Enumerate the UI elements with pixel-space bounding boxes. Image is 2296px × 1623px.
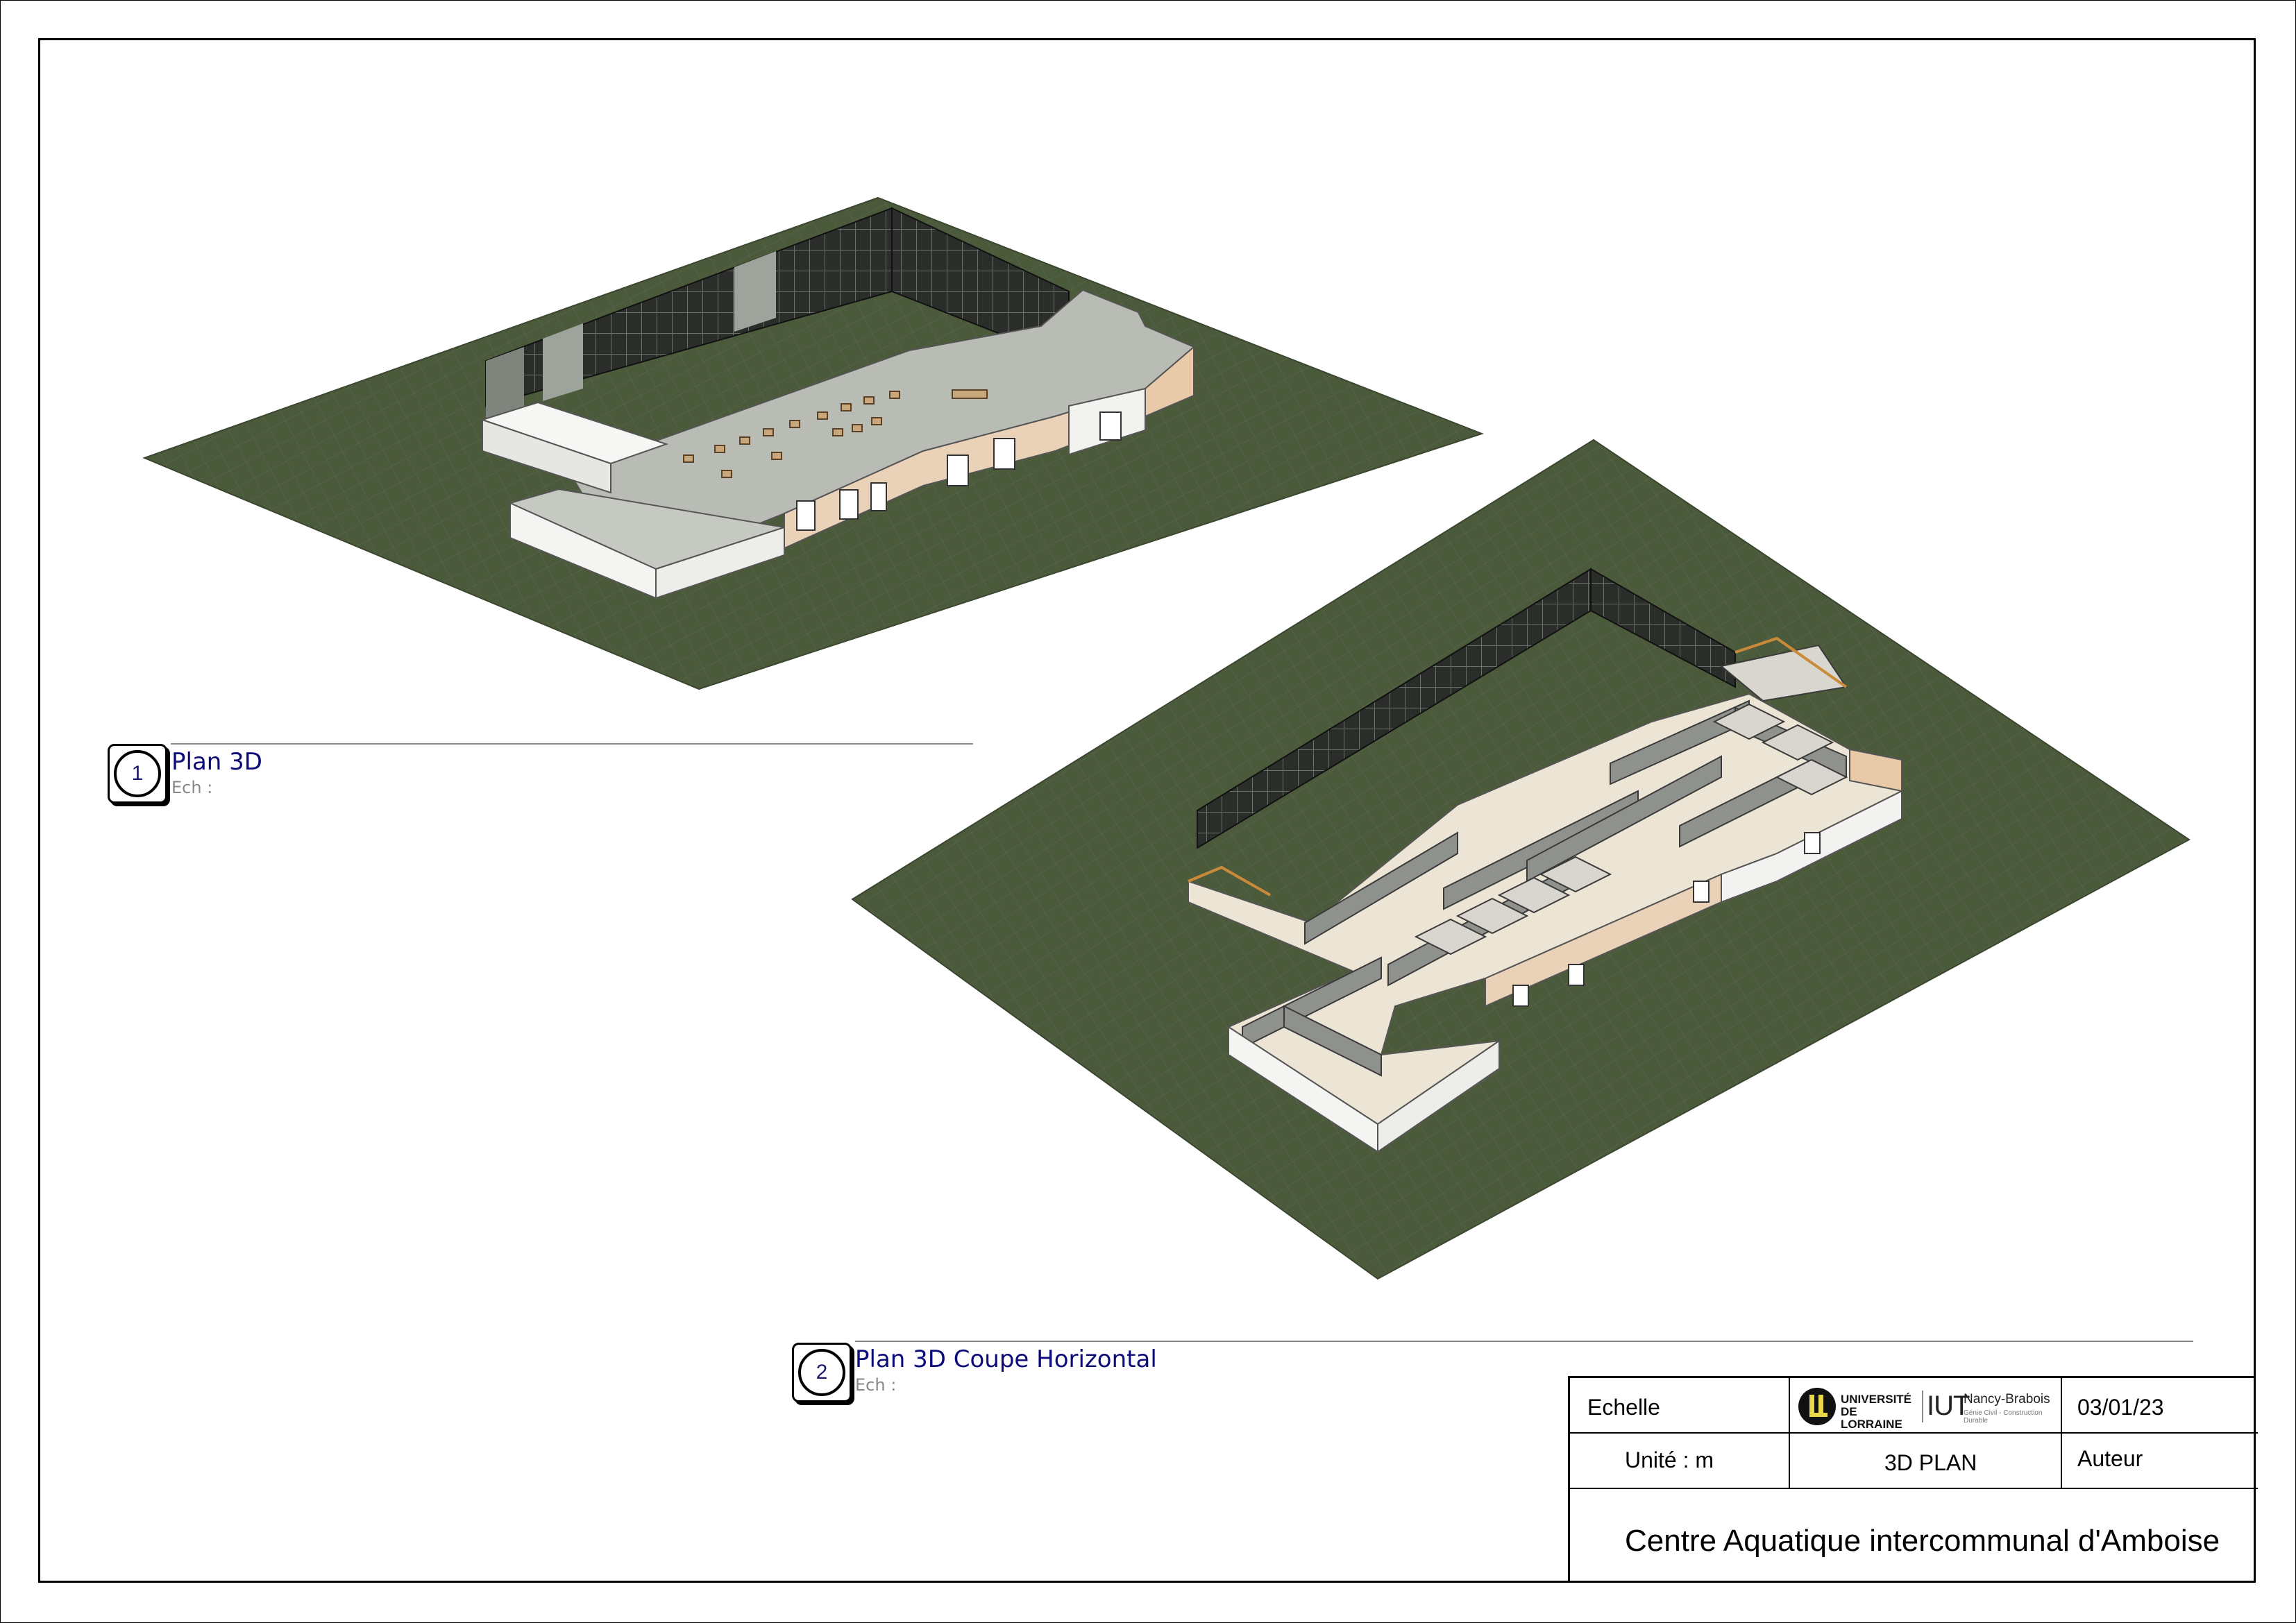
title-block: Echelle Unité : m UNIVERSITÉ DE LORRAINE… (1568, 1376, 2258, 1583)
title-block-date: 03/01/23 (2077, 1395, 2164, 1420)
view-number-2: 2 (798, 1349, 845, 1396)
view-1-plan-3d (142, 196, 1484, 690)
view-title-1-label: Plan 3D (171, 748, 262, 776)
view-title-2-underline (855, 1341, 2193, 1342)
view-1-wall-panel-b (734, 251, 776, 332)
logo-department: Génie Civil - Construction Durable (1964, 1409, 2043, 1425)
view-1-skylights (683, 389, 988, 478)
title-block-project-name: Centre Aquatique intercommunal d'Amboise (1625, 1524, 2220, 1558)
logo-university-name: UNIVERSITÉ DE LORRAINE (1841, 1393, 1912, 1431)
universite-lorraine-logo-icon (1798, 1388, 1836, 1425)
title-block-col-divider-2 (2061, 1378, 2062, 1488)
logo-campus: Nancy-Brabois (1964, 1392, 2050, 1407)
title-block-row-divider-2 (1570, 1488, 2258, 1489)
title-block-logo: UNIVERSITÉ DE LORRAINE IUT Nancy-Brabois… (1797, 1386, 2054, 1431)
title-block-drawing-name: 3D PLAN (1884, 1450, 1977, 1475)
view-2-curtain-wall-right (1590, 568, 1736, 688)
view-2-orange-edges (1188, 865, 1271, 897)
view-title-2-label: Plan 3D Coupe Horizontal (855, 1345, 1157, 1373)
title-block-author-label: Auteur (2077, 1446, 2143, 1471)
logo-institute: IUT (1927, 1391, 1970, 1421)
sheet-inner-border (38, 38, 2256, 1583)
view-number-1: 1 (114, 750, 161, 797)
title-block-unit-label: Unité : m (1625, 1447, 1714, 1472)
view-1-doors (796, 411, 1122, 531)
view-title-2-scale: Ech : (855, 1375, 897, 1395)
view-2-doors (1512, 832, 1821, 1007)
view-title-1-underline (171, 743, 973, 745)
title-block-scale-label: Echelle (1587, 1395, 1660, 1420)
view-1-wall-panel-a (543, 323, 583, 401)
view-1-block-white-upper-side (482, 418, 611, 494)
view-1-wall-panel-c (486, 347, 524, 420)
logo-separator (1922, 1391, 1923, 1422)
title-block-col-divider-1 (1789, 1378, 1790, 1488)
view-1-block-white-lower-side (655, 526, 785, 600)
view-2-room-cells (1414, 644, 1848, 955)
view-2-plan-3d-coupe (851, 439, 2191, 1280)
view-2-facade-white-southeast (1377, 1039, 1500, 1153)
view-2-orange-edges-east (1734, 636, 1848, 688)
view-title-1-scale: Ech : (171, 778, 213, 797)
title-block-row-divider-1 (1570, 1432, 2258, 1434)
